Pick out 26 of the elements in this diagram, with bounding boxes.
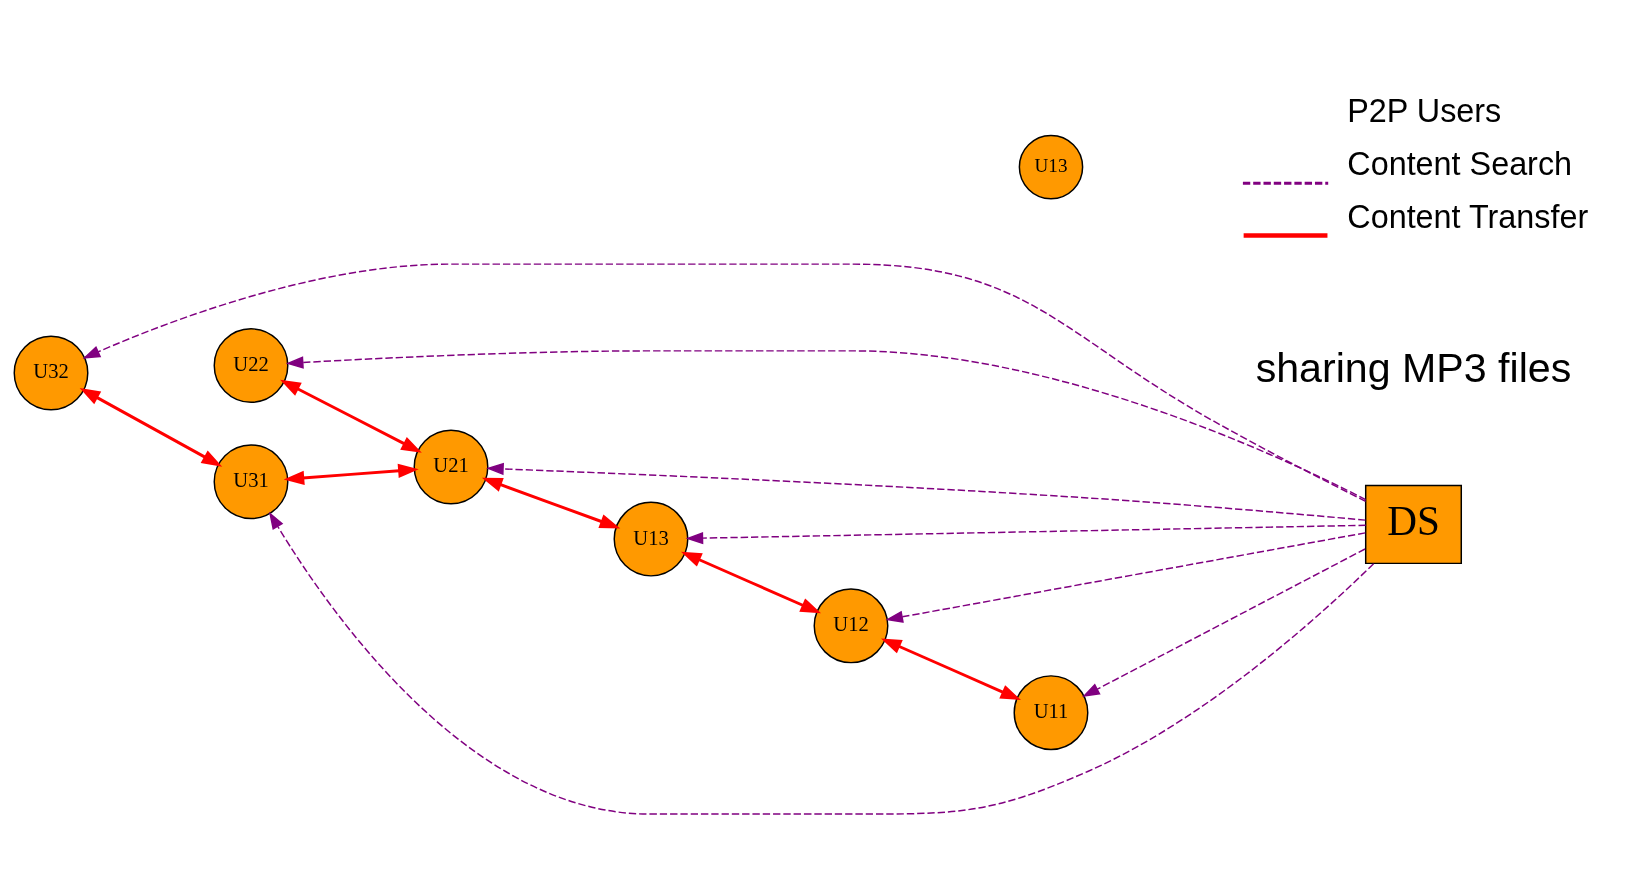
node-circle: U32 bbox=[13, 335, 89, 411]
arrow bbox=[685, 524, 1367, 545]
arrow bbox=[486, 462, 1367, 521]
node-box: DS bbox=[1364, 484, 1462, 565]
arrow bbox=[79, 387, 223, 467]
label: U13 bbox=[1034, 155, 1068, 177]
arrow bbox=[283, 463, 419, 486]
node-circle: U13 bbox=[613, 501, 689, 577]
legend-label: Content Search bbox=[1347, 146, 1573, 183]
arrow bbox=[280, 379, 422, 453]
arrow bbox=[1082, 548, 1366, 698]
node-circle: U12 bbox=[813, 588, 889, 664]
arrow bbox=[481, 477, 621, 529]
node-circle: U31 bbox=[213, 444, 289, 520]
node-circle: U21 bbox=[413, 429, 489, 505]
arrow bbox=[881, 638, 1022, 701]
node-circle: U11 bbox=[1013, 675, 1089, 751]
arrow bbox=[885, 532, 1366, 623]
arrow bbox=[681, 551, 822, 614]
label: sharing MP3 files bbox=[1255, 344, 1572, 391]
arrow bbox=[82, 263, 1367, 503]
arrow bbox=[285, 350, 1367, 501]
legend-label: P2P Users bbox=[1347, 93, 1502, 130]
legend-label: Content Transfer bbox=[1347, 199, 1589, 236]
node-circle: U22 bbox=[213, 328, 289, 404]
arrow bbox=[268, 511, 1375, 815]
